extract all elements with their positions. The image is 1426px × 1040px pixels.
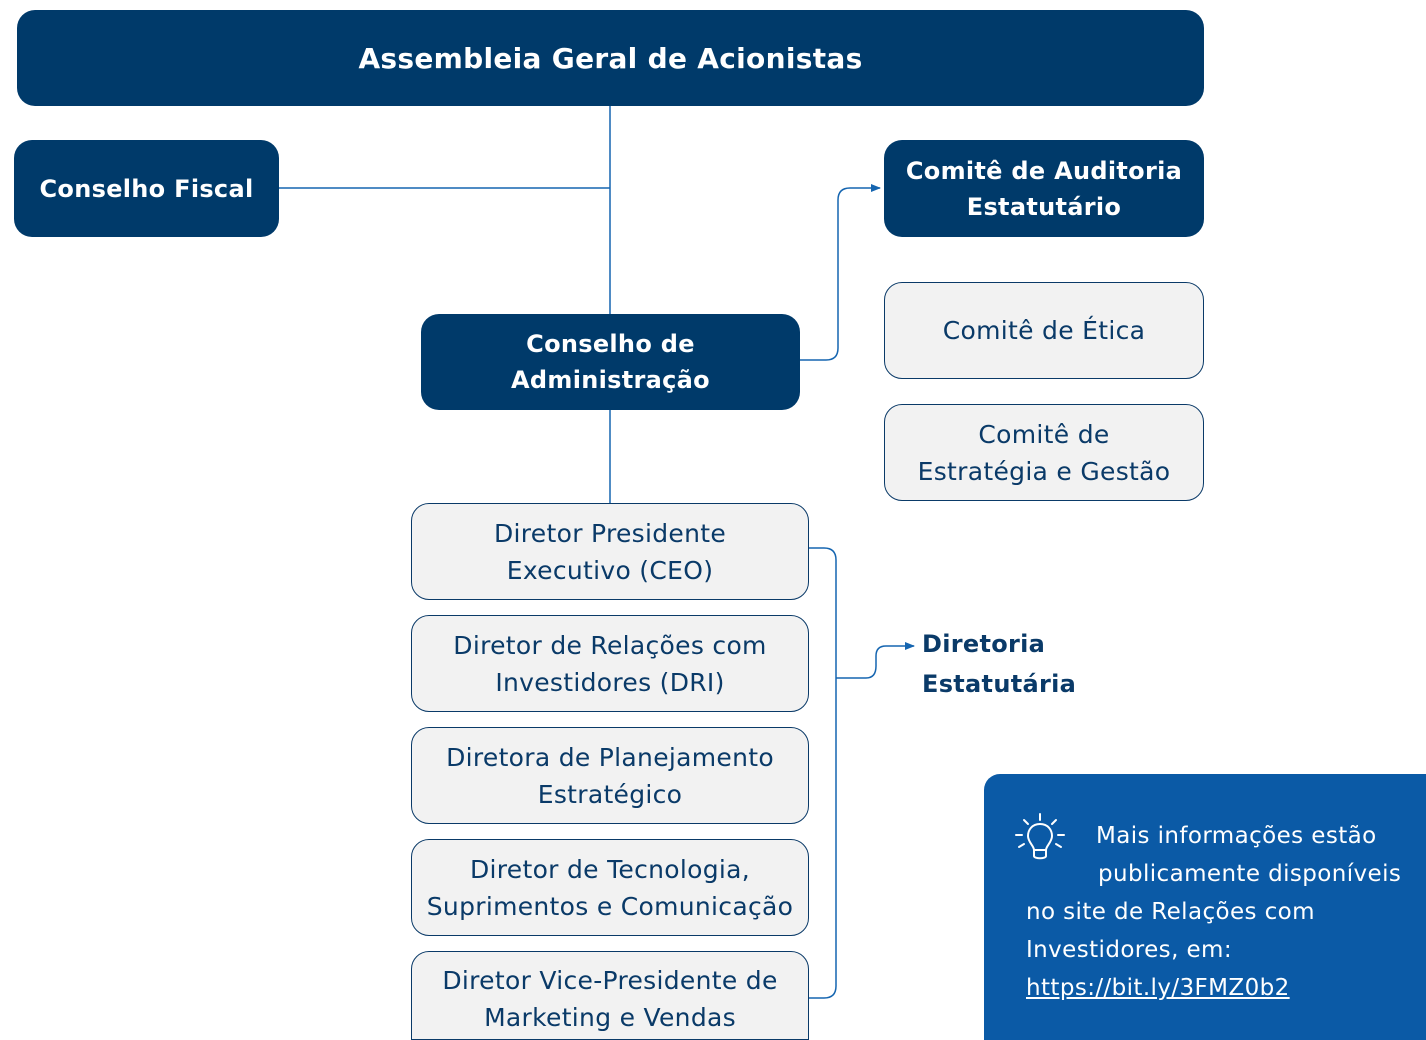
audit-arrow xyxy=(800,184,881,361)
director-ceo-line2: Executivo (CEO) xyxy=(506,555,714,585)
director-planejamento-line1: Diretora de Planejamento xyxy=(446,742,774,772)
comite-auditoria-line1: Comitê de Auditoria xyxy=(905,156,1183,185)
comite-etica-label: Comitê de Ética xyxy=(942,316,1146,345)
director-dri-line1: Diretor de Relações com xyxy=(453,630,767,660)
conselho-administracao-line2: Administração xyxy=(511,366,710,394)
info-line3: no site de Relações com xyxy=(1026,899,1315,925)
comite-estrategia-box: Comitê de Estratégia e Gestão xyxy=(884,404,1204,501)
director-marketing-line2: Marketing e Vendas xyxy=(484,1002,736,1032)
info-card: Mais informações estão publicamente disp… xyxy=(984,774,1426,1040)
directors-bracket xyxy=(808,547,837,999)
director-marketing-box: Diretor Vice-Presidente de Marketing e V… xyxy=(411,951,809,1040)
director-tecnologia-line2: Suprimentos e Comunicação xyxy=(426,891,794,921)
comite-estrategia-line1: Comitê de xyxy=(978,419,1110,449)
director-ceo-line1: Diretor Presidente xyxy=(493,518,727,548)
info-line4: Investidores, em: xyxy=(1026,937,1232,963)
assembleia-label: Assembleia Geral de Acionistas xyxy=(358,41,863,75)
info-line1: Mais informações estão xyxy=(1096,823,1377,849)
lightbulb-icon xyxy=(1015,813,1065,860)
director-marketing-line1: Diretor Vice-Presidente de xyxy=(442,965,778,995)
conselho-fiscal-label: Conselho Fiscal xyxy=(39,174,254,203)
comite-auditoria-box: Comitê de Auditoria Estatutário xyxy=(884,140,1204,237)
comite-etica-box: Comitê de Ética xyxy=(884,282,1204,379)
director-tecnologia-line1: Diretor de Tecnologia, xyxy=(469,854,751,884)
director-ceo-box: Diretor Presidente Executivo (CEO) xyxy=(411,503,809,600)
director-planejamento-line2: Estratégico xyxy=(537,779,683,809)
conselho-administracao-line1: Conselho de xyxy=(526,330,695,358)
director-tecnologia-box: Diretor de Tecnologia, Suprimentos e Com… xyxy=(411,839,809,936)
diretoria-arrow xyxy=(836,642,915,679)
comite-estrategia-line2: Estratégia e Gestão xyxy=(917,456,1171,486)
diretoria-line1: Diretoria xyxy=(922,630,1046,658)
director-dri-box: Diretor de Relações com Investidores (DR… xyxy=(411,615,809,712)
conselho-fiscal-box: Conselho Fiscal xyxy=(14,140,279,237)
info-link[interactable]: https://bit.ly/3FMZ0b2 xyxy=(1026,975,1290,1001)
assembleia-box: Assembleia Geral de Acionistas xyxy=(17,10,1204,106)
diretoria-line2: Estatutária xyxy=(922,670,1077,698)
info-line2: publicamente disponíveis xyxy=(1098,861,1402,887)
diretoria-estatutaria-label: Diretoria Estatutária xyxy=(922,624,1076,704)
director-dri-line2: Investidores (DRI) xyxy=(495,667,725,697)
director-planejamento-box: Diretora de Planejamento Estratégico xyxy=(411,727,809,824)
conselho-administracao-box: Conselho de Administração xyxy=(421,314,800,410)
comite-auditoria-line2: Estatutário xyxy=(966,192,1122,221)
